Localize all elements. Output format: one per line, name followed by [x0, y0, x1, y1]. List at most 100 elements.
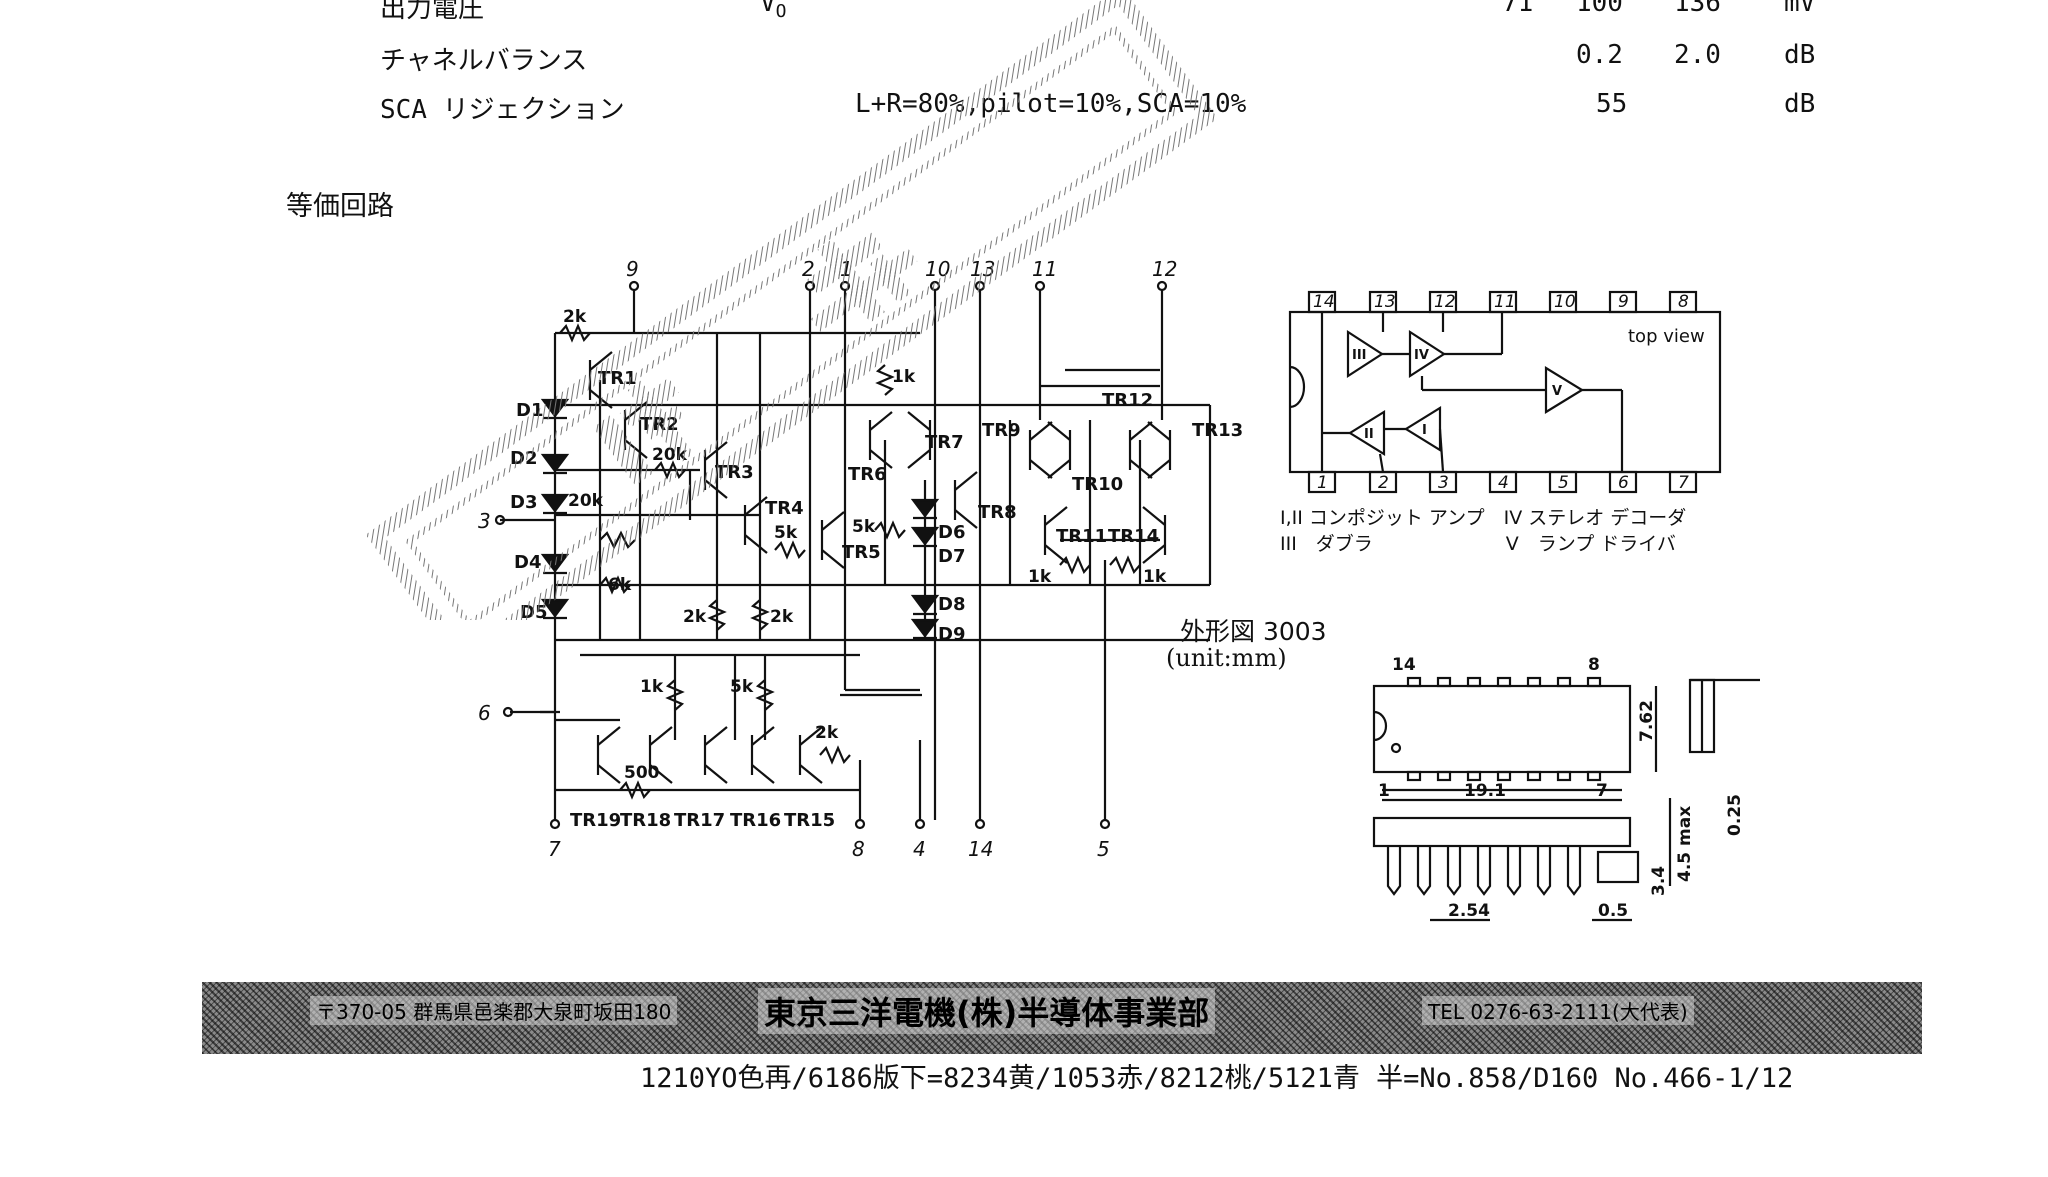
transistor-label: TR16: [730, 810, 781, 831]
transistor-label: TR2: [640, 414, 679, 435]
spec-typ: 100: [1576, 0, 1623, 18]
circuit-pin-label: 9: [626, 257, 639, 281]
diode-label: D3: [510, 492, 537, 513]
pinout-top-pin: 9: [1618, 292, 1629, 312]
transistor-label: TR1: [598, 368, 637, 389]
diode-label: D8: [938, 594, 965, 615]
circuit-pin-label: 13: [970, 257, 995, 281]
pinout-bottom-pin: 5: [1558, 473, 1569, 493]
pinout-legend-line2: III ダブラ V ランプ ドライバ: [1280, 532, 1676, 555]
circuit-pin-label: 14: [968, 837, 993, 861]
package-dim-seat: 3.4: [1649, 866, 1669, 896]
amp-label: II: [1364, 427, 1374, 442]
transistor-label: TR10: [1072, 474, 1123, 495]
spec-unit: dB: [1784, 40, 1816, 70]
transistor-label: TR12: [1102, 390, 1153, 411]
circuit-pin-label: 4: [913, 837, 926, 861]
pinout-top-pin: 14: [1313, 292, 1335, 312]
resistor-label: 6k: [608, 575, 632, 595]
pinout-bottom-pin: 7: [1678, 473, 1689, 493]
package-dim-length: 19.1: [1464, 781, 1506, 801]
pinout-view-label: top view: [1628, 326, 1705, 347]
pinout-bottom-pin: 3: [1438, 473, 1449, 493]
spec-min: 71: [1502, 0, 1534, 18]
pinout-bottom-pin: 4: [1498, 473, 1509, 493]
package-dim-lead: 0.5: [1598, 901, 1628, 921]
circuit-pin-label: 10: [925, 257, 950, 281]
transistor-label: TR6: [848, 464, 887, 485]
package-dim-pitch: 2.54: [1448, 901, 1490, 921]
package-pin-label: 14: [1392, 655, 1416, 675]
pinout-legend-line1: I,II コンポジット アンプ IV ステレオ デコーダ: [1280, 507, 1686, 529]
amp-label: IV: [1414, 348, 1429, 363]
pinout-bottom-pin: 1: [1317, 473, 1328, 493]
pinout-top-pin: 8: [1678, 292, 1689, 312]
diode-label: D1: [516, 400, 543, 421]
circuit-pin-label: 6: [478, 701, 491, 725]
diode-label: D5: [520, 602, 547, 623]
resistor-label: 2k: [683, 607, 707, 627]
spec-unit: dB: [1784, 89, 1816, 119]
resistor-label: 5k: [774, 523, 798, 543]
transistor-label: TR3: [715, 462, 754, 483]
transistor-label: TR11: [1056, 526, 1107, 547]
package-title: 外形図 3003: [1180, 617, 1327, 646]
resistor-label: 20k: [652, 445, 688, 465]
diode-label: D2: [510, 448, 537, 469]
circuit-pin-label: 2: [802, 257, 815, 281]
resistor-label: 2k: [563, 307, 587, 327]
transistor-label: TR19: [570, 810, 621, 831]
resistor-label: 5k: [852, 517, 876, 537]
resistor-label: 1k: [892, 367, 916, 387]
circuit-pin-label: 8: [852, 837, 865, 861]
package-pin-label: 8: [1588, 655, 1600, 675]
spec-typ: 0.2: [1576, 40, 1623, 70]
amp-label: V: [1552, 384, 1562, 399]
package-unit: (unit:mm): [1166, 644, 1287, 672]
pinout-top-pin: 12: [1434, 292, 1456, 312]
transistor-label: TR8: [978, 502, 1017, 523]
package-outline-drawing: 14 8 1 7 19.1 7.62 2.54 0.5 4.5 max 3.4 …: [1372, 655, 1760, 922]
footer-company: 東京三洋電機(株)半導体事業部: [758, 988, 1216, 1034]
circuit-pin-label: 11: [1032, 257, 1057, 281]
transistor-label: TR4: [765, 498, 804, 519]
amp-label: III: [1352, 348, 1367, 363]
spec-max: 2.0: [1674, 40, 1721, 70]
transistor-label: TR14: [1108, 526, 1159, 547]
footer-tel: TEL 0276-63-2111(大代表): [1422, 996, 1694, 1025]
resistor-label: 1k: [1028, 567, 1052, 587]
resistor-label: 2k: [815, 723, 839, 743]
circuit-pin-label: 1: [840, 257, 853, 281]
pinout-top-pin: 13: [1374, 292, 1396, 312]
transistor-label: TR5: [842, 542, 881, 563]
resistor-label: 1k: [640, 677, 664, 697]
diode-label: D9: [938, 624, 965, 645]
circuit-pin-label: 3: [478, 509, 491, 533]
circuit-pin-label: 12: [1152, 257, 1177, 281]
spec-typ: 55: [1596, 89, 1628, 119]
footer-address: 〒370-05 群馬県邑楽郡大泉町坂田180: [310, 996, 678, 1025]
resistor-label: 1k: [1143, 567, 1167, 587]
diode-label: D6: [938, 522, 965, 543]
pinout-bottom-pin: 6: [1618, 473, 1629, 493]
circuit-pin-label: 5: [1097, 837, 1110, 861]
footer-band: 〒370-05 群馬県邑楽郡大泉町坂田180 東京三洋電機(株)半導体事業部 T…: [202, 982, 1922, 1054]
print-code: 1210YO色再/6186版下=8234黄/1053赤/8212桃/5121青 …: [640, 1063, 1794, 1094]
diode-label: D4: [514, 552, 541, 573]
transistor-label: TR18: [620, 810, 671, 831]
diode-label: D7: [938, 546, 965, 567]
package-dim-width: 7.62: [1637, 700, 1657, 742]
transistor-label: TR13: [1192, 420, 1243, 441]
resistor-label: 5k: [730, 677, 754, 697]
package-dim-height: 4.5 max: [1675, 806, 1695, 882]
resistor-label: 20k: [568, 491, 604, 511]
pinout-top-pin: 10: [1554, 292, 1576, 312]
transistor-label: TR17: [674, 810, 725, 831]
resistor-label: 2k: [770, 607, 794, 627]
pinout-diagram: 14 13 12 11 10 9 8 1 2 3 4 5 6 7 top vie…: [1280, 290, 1722, 555]
package-pin-label: 7: [1596, 781, 1608, 801]
transistor-label: TR15: [784, 810, 835, 831]
circuit-pin-label: 7: [548, 837, 561, 861]
package-pin-label: 1: [1378, 781, 1390, 801]
spec-max: 136: [1674, 0, 1721, 18]
